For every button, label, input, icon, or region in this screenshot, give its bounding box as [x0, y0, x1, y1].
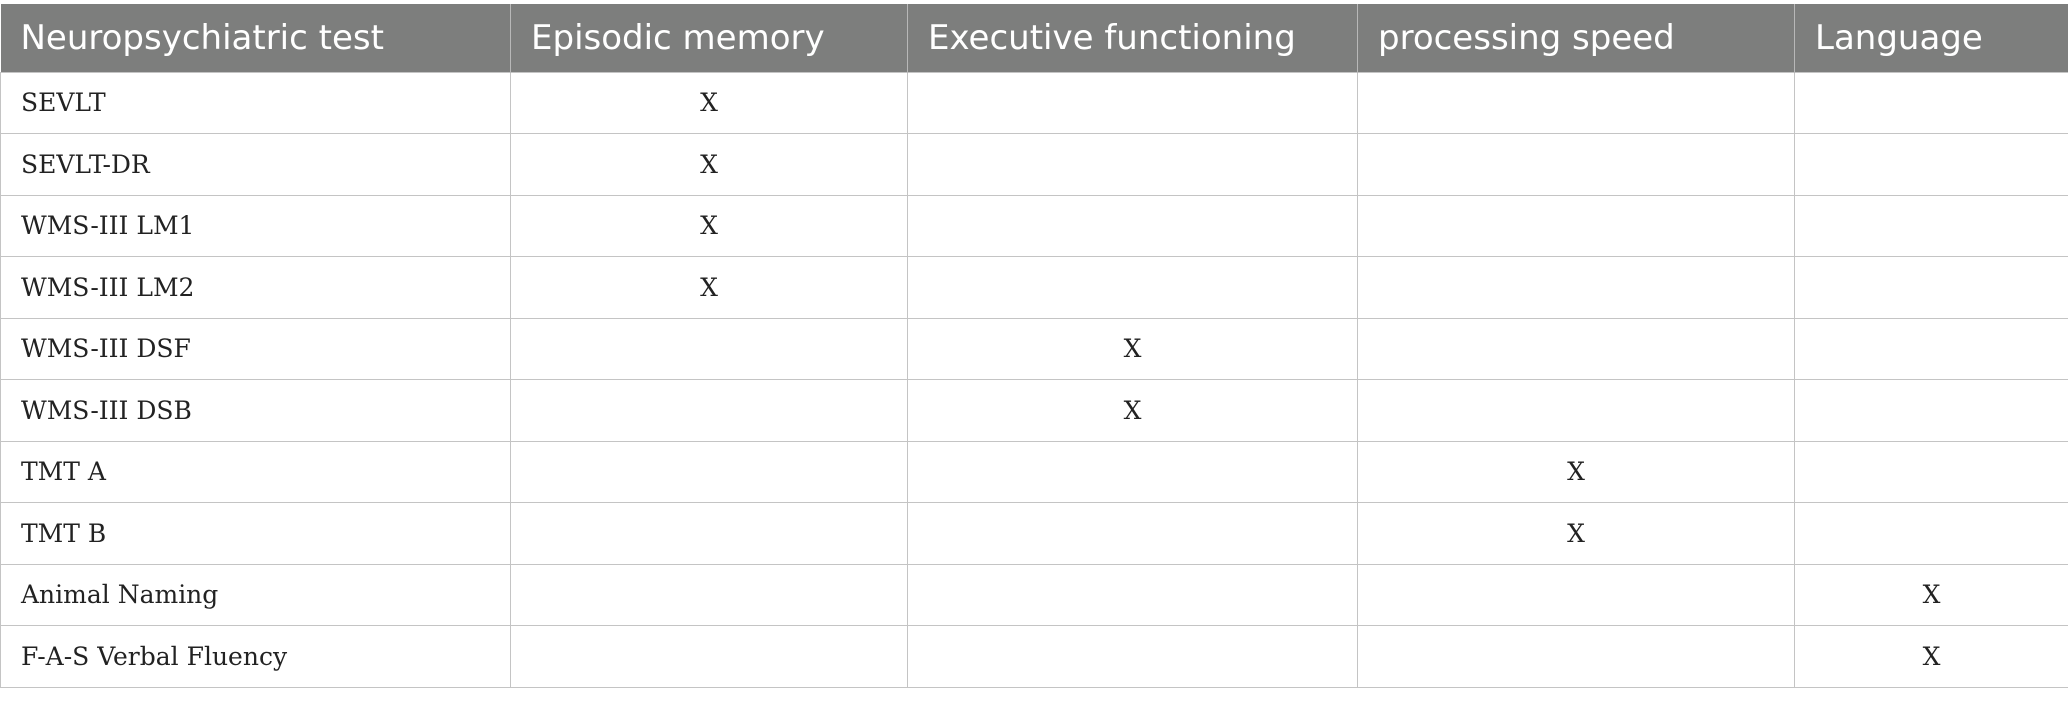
episodic-memory-cell: X: [510, 71, 908, 134]
test-name-cell: WMS-III DSF: [0, 317, 511, 380]
language-cell: [1794, 317, 2068, 380]
table-row: Animal Naming X: [0, 563, 2068, 626]
header-row: Neuropsychiatric test Episodic memory Ex…: [0, 4, 2068, 72]
table-row: WMS-III LM1 X: [0, 194, 2068, 257]
executive-functioning-cell: [907, 256, 1358, 319]
table-row: SEVLT-DR X: [0, 133, 2068, 196]
test-name-cell: WMS-III LM2: [0, 256, 511, 319]
table-row: WMS-III DSB X: [0, 379, 2068, 442]
language-cell: [1794, 133, 2068, 196]
executive-functioning-cell: [907, 71, 1358, 134]
test-name-cell: Animal Naming: [0, 563, 511, 626]
test-name-cell: WMS-III LM1: [0, 194, 511, 257]
processing-speed-cell: X: [1357, 440, 1795, 503]
executive-functioning-cell: [907, 625, 1358, 688]
language-cell: [1794, 440, 2068, 503]
language-cell: [1794, 379, 2068, 442]
table-header: Neuropsychiatric test Episodic memory Ex…: [0, 4, 2068, 72]
test-name-cell: TMT B: [0, 502, 511, 565]
language-cell: X: [1794, 563, 2068, 626]
episodic-memory-cell: [510, 625, 908, 688]
episodic-memory-cell: [510, 440, 908, 503]
processing-speed-cell: [1357, 317, 1795, 380]
processing-speed-cell: [1357, 133, 1795, 196]
episodic-memory-cell: [510, 563, 908, 626]
executive-functioning-cell: [907, 194, 1358, 257]
table-row: TMT A X: [0, 440, 2068, 503]
language-cell: [1794, 502, 2068, 565]
table-row: WMS-III LM2 X: [0, 256, 2068, 319]
processing-speed-cell: [1357, 625, 1795, 688]
executive-functioning-cell: [907, 133, 1358, 196]
episodic-memory-cell: X: [510, 133, 908, 196]
header-neuropsychiatric-test: Neuropsychiatric test: [0, 4, 511, 72]
processing-speed-cell: [1357, 71, 1795, 134]
language-cell: [1794, 71, 2068, 134]
processing-speed-cell: [1357, 563, 1795, 626]
test-name-cell: TMT A: [0, 440, 511, 503]
test-name-cell: SEVLT-DR: [0, 133, 511, 196]
episodic-memory-cell: [510, 379, 908, 442]
episodic-memory-cell: X: [510, 256, 908, 319]
table-row: SEVLT X: [0, 71, 2068, 134]
executive-functioning-cell: X: [907, 379, 1358, 442]
language-cell: [1794, 256, 2068, 319]
episodic-memory-cell: [510, 317, 908, 380]
processing-speed-cell: X: [1357, 502, 1795, 565]
executive-functioning-cell: [907, 502, 1358, 565]
episodic-memory-cell: X: [510, 194, 908, 257]
language-cell: X: [1794, 625, 2068, 688]
episodic-memory-cell: [510, 502, 908, 565]
test-name-cell: F-A-S Verbal Fluency: [0, 625, 511, 688]
test-domain-table-container: Neuropsychiatric test Episodic memory Ex…: [0, 4, 2068, 688]
test-domain-table: Neuropsychiatric test Episodic memory Ex…: [0, 4, 2068, 688]
processing-speed-cell: [1357, 379, 1795, 442]
processing-speed-cell: [1357, 194, 1795, 257]
header-episodic-memory: Episodic memory: [510, 4, 908, 72]
table-row: WMS-III DSF X: [0, 317, 2068, 380]
header-language: Language: [1794, 4, 2068, 72]
table-body: SEVLT X SEVLT-DR X WMS-III LM1 X: [0, 71, 2068, 688]
processing-speed-cell: [1357, 256, 1795, 319]
executive-functioning-cell: [907, 563, 1358, 626]
table-row: TMT B X: [0, 502, 2068, 565]
executive-functioning-cell: [907, 440, 1358, 503]
header-executive-functioning: Executive functioning: [907, 4, 1358, 72]
executive-functioning-cell: X: [907, 317, 1358, 380]
test-name-cell: WMS-III DSB: [0, 379, 511, 442]
language-cell: [1794, 194, 2068, 257]
header-processing-speed: processing speed: [1357, 4, 1795, 72]
table-row: F-A-S Verbal Fluency X: [0, 625, 2068, 688]
test-name-cell: SEVLT: [0, 71, 511, 134]
